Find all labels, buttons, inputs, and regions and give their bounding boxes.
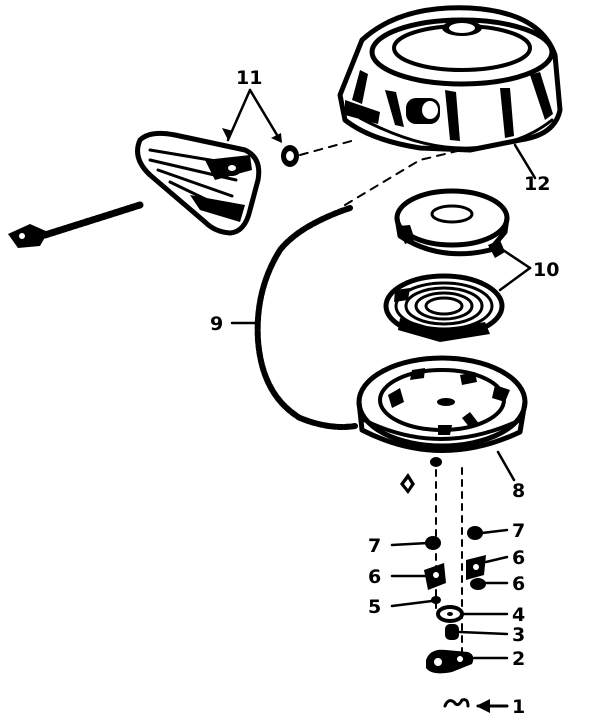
callout-2: 2 [512,648,525,670]
callout-7-left: 7 [368,535,381,557]
screw-part-5 [431,596,441,604]
callout-10: 10 [533,259,559,281]
callout-6-left: 6 [368,566,381,588]
pawl-part-6b [466,555,486,580]
washer-part-4 [436,605,464,623]
starter-rope-part [254,205,358,430]
callout-8: 8 [512,480,525,502]
pawl-spring-part-7a [425,536,441,550]
washer-part-6c [470,578,486,590]
callout-7-right: 7 [512,520,525,542]
retainer-part-2 [426,649,474,674]
rewind-spring-part [383,273,505,342]
pawl-part-6a [424,563,446,590]
rope-end-part [8,201,144,248]
callout-6-right-upper: 6 [512,547,525,569]
spring-cup-part [394,188,510,258]
callout-6-right-lower: 6 [512,573,525,595]
starter-handle-part [135,130,262,236]
callout-11: 11 [236,67,262,89]
callout-5: 5 [368,596,381,618]
leader-lines [222,88,537,713]
pawl-spring-part-7b [467,526,483,540]
callout-9: 9 [210,313,223,335]
handle-insert-part [281,145,299,167]
callout-4: 4 [512,604,525,626]
callout-12: 12 [524,173,550,195]
clip-part-1 [443,698,470,708]
starter-housing-part [337,5,563,153]
spring-part-3 [445,624,459,640]
rope-pulley-part [356,355,528,467]
callout-3: 3 [512,624,525,646]
callout-1: 1 [512,696,525,718]
callout-labels: 1 2 3 4 5 6 6 6 7 7 8 9 10 11 12 [210,67,559,718]
